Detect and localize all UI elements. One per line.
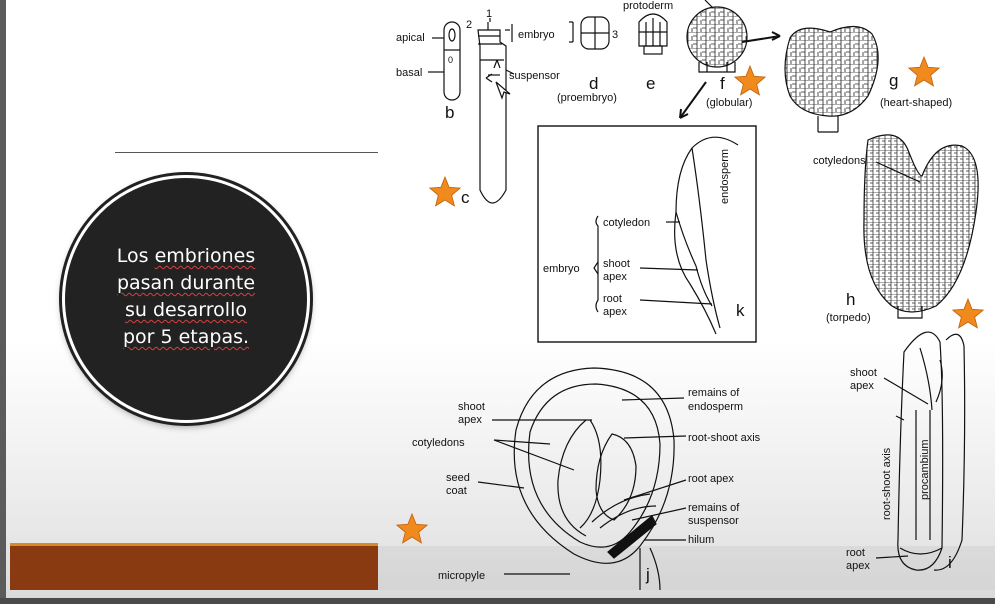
stage-i-seedling <box>875 331 966 571</box>
label-num-3: 3 <box>612 29 618 41</box>
stage-c-suspensor <box>477 18 515 204</box>
stage-b-zygote <box>428 21 461 101</box>
label-procambium: procambium <box>919 439 931 500</box>
arrows <box>679 31 781 119</box>
label-j: j <box>645 565 650 584</box>
label-c: c <box>461 188 470 207</box>
star-icon-j <box>395 512 429 544</box>
caption-line-2: pasan durante <box>116 272 256 294</box>
bottom-strip <box>0 598 995 604</box>
label-apex-j: apex <box>458 414 482 426</box>
label-shoot-j: shoot <box>458 401 485 413</box>
stage-f-globular <box>686 0 748 73</box>
label-remains-of-suspensor-2: suspensor <box>688 515 739 527</box>
label-apex-i2: apex <box>846 560 870 572</box>
label-basal: basal <box>396 67 422 79</box>
caption-circle: Los embriones pasan durante su desarroll… <box>62 175 310 423</box>
label-endosperm-k: endosperm <box>719 149 731 204</box>
star-icon-f <box>733 64 767 96</box>
label-embryo-top: embryo <box>518 29 555 41</box>
label-apex-k2: apex <box>603 306 627 318</box>
footer-bar-grey <box>378 546 995 590</box>
label-h: h <box>846 290 855 309</box>
label-g: g <box>889 71 898 90</box>
star-icon-c <box>428 175 462 207</box>
star-icon-h <box>951 297 985 329</box>
label-b: b <box>445 103 454 122</box>
label-apex-i: apex <box>850 380 874 392</box>
label-k: k <box>736 301 745 320</box>
label-root-shoot-axis: root-shoot axis <box>688 432 761 444</box>
label-protoderm: protoderm <box>623 0 673 12</box>
caption-line-3: su desarrollo <box>125 299 247 321</box>
label-shoot-i: shoot <box>850 367 877 379</box>
caption-line-4: por 5 etapas. <box>122 326 250 348</box>
label-root-apex-j: root apex <box>688 473 734 485</box>
label-cotyledons-j: cotyledons <box>412 437 465 449</box>
label-micropyle: micropyle <box>438 570 485 582</box>
label-coat: coat <box>446 485 467 497</box>
label-hilum: hilum <box>688 534 714 546</box>
stage-e <box>638 13 668 55</box>
stage-d-proembryo <box>569 16 610 50</box>
label-apex-k1: apex <box>603 271 627 283</box>
divider-line <box>115 152 378 153</box>
label-cotyledons-h: cotyledons <box>813 155 866 167</box>
label-apical: apical <box>396 32 425 44</box>
label-cotyledon: cotyledon <box>603 217 650 229</box>
label-heart-shaped: (heart-shaped) <box>880 97 952 109</box>
footer-bar <box>10 546 378 590</box>
caption-text: Los embriones pasan durante su desarroll… <box>101 243 271 351</box>
stage-k-box <box>537 125 757 343</box>
label-torpedo: (torpedo) <box>826 312 871 324</box>
label-globular: (globular) <box>706 97 752 109</box>
slide-frame-edge <box>0 0 6 604</box>
label-remains-of-endosperm-1: remains of <box>688 387 740 399</box>
label-shoot-k: shoot <box>603 258 630 270</box>
stars <box>395 55 985 544</box>
label-remains-of-suspensor-1: remains of <box>688 502 740 514</box>
label-num-1: 1 <box>486 8 492 20</box>
label-f: f <box>720 74 725 93</box>
stage-g-heart <box>784 25 879 133</box>
label-root-k: root <box>603 293 622 305</box>
label-d: d <box>589 74 598 93</box>
stage-j-seed <box>477 367 687 591</box>
caption-word-los: Los <box>116 245 155 267</box>
label-embryo-k: embryo <box>543 263 580 275</box>
label-num-2: 2 <box>466 19 472 31</box>
label-root-shoot-axis-i: root-shoot axis <box>881 447 893 520</box>
caption-word-embriones: embriones <box>154 245 256 267</box>
stage-h-torpedo <box>863 134 979 319</box>
label-root-i: root <box>846 547 865 559</box>
label-e: e <box>646 74 655 93</box>
label-i: i <box>948 553 952 572</box>
footer-bar-accent <box>10 543 378 547</box>
label-seed: seed <box>446 472 470 484</box>
star-icon-g <box>907 55 941 87</box>
label-suspensor: suspensor <box>509 70 560 82</box>
label-num-0: 0 <box>448 55 453 65</box>
label-proembryo: (proembryo) <box>557 92 617 104</box>
label-remains-of-endosperm-2: endosperm <box>688 401 743 413</box>
